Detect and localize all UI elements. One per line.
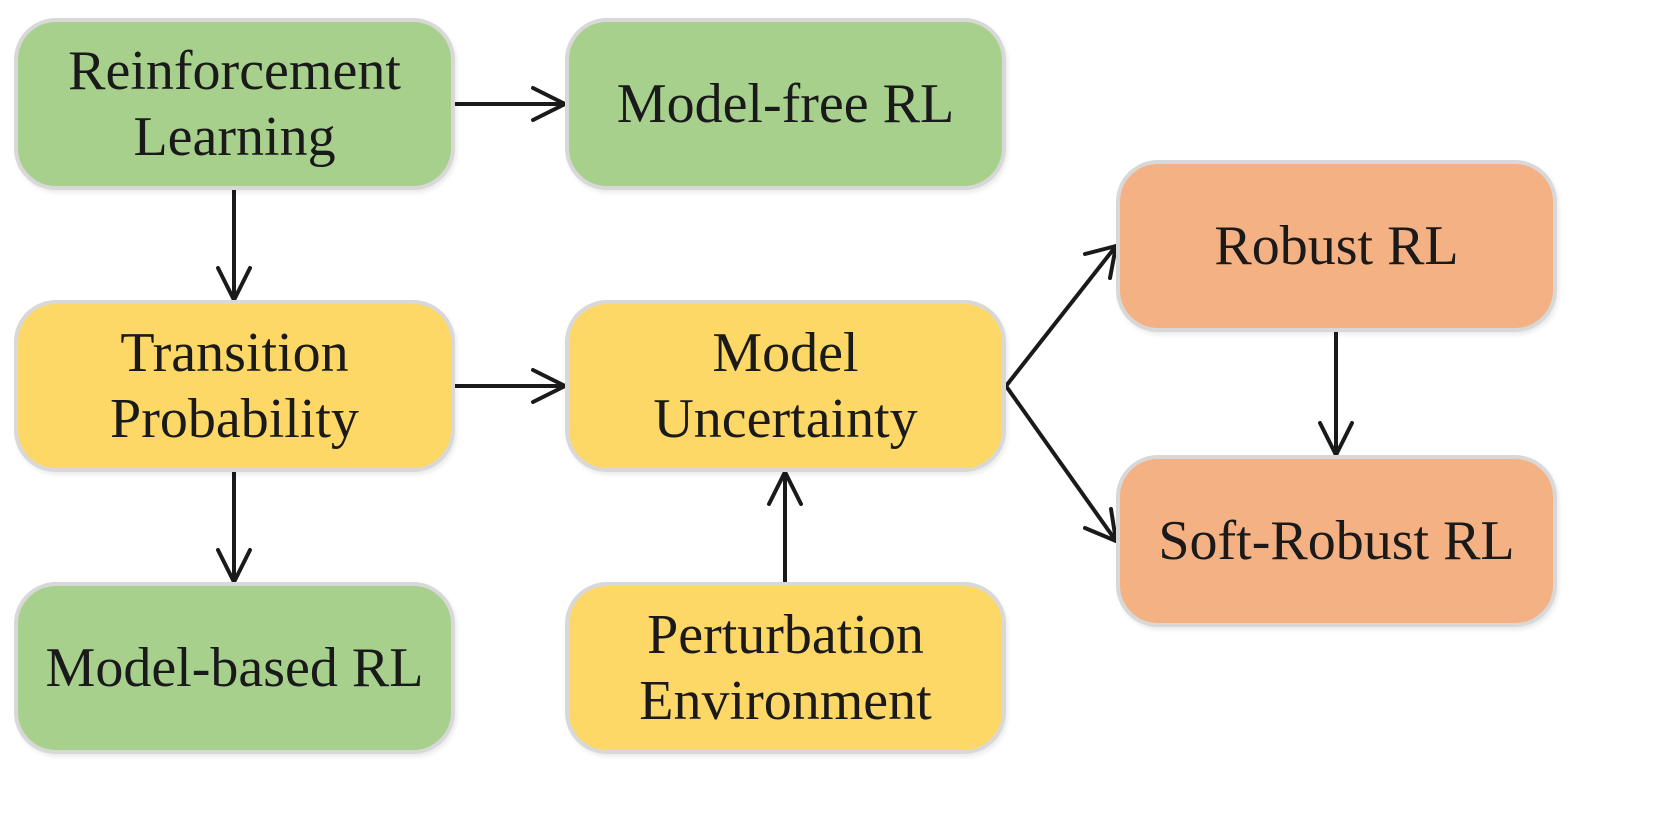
edge-rl-to-transition-probability xyxy=(216,188,252,302)
node-label-line-2: Probability xyxy=(110,388,359,450)
node-reinforcement-learning: Reinforcement Learning xyxy=(14,18,455,190)
node-model-uncertainty: Model Uncertainty xyxy=(565,300,1006,472)
edge-perturbation-to-model-uncertainty xyxy=(767,470,803,584)
node-model-free-rl: Model-free RL xyxy=(565,18,1006,190)
edge-rl-to-model-free xyxy=(453,86,567,122)
edge-model-uncertainty-to-soft-robust xyxy=(1004,384,1118,543)
edge-robust-to-soft-robust xyxy=(1318,330,1354,457)
node-label-line-1: Robust RL xyxy=(1214,215,1459,277)
node-label-line-1: Perturbation xyxy=(647,604,924,666)
node-label-line-1: Model-based RL xyxy=(45,637,424,699)
node-label-line-1: Soft-Robust RL xyxy=(1158,510,1515,572)
edge-transition-to-model-based xyxy=(216,470,252,584)
node-transition-probability: Transition Probability xyxy=(14,300,455,472)
node-model-based-rl: Model-based RL xyxy=(14,582,455,754)
node-label-line-2: Environment xyxy=(639,670,932,732)
node-perturbation-environment: Perturbation Environment xyxy=(565,582,1006,754)
node-robust-rl: Robust RL xyxy=(1116,160,1557,332)
node-label-line-2: Uncertainty xyxy=(653,388,918,450)
node-label-line-1: Transition xyxy=(120,322,349,384)
edge-model-uncertainty-to-robust xyxy=(1004,244,1118,388)
node-label-line-1: Reinforcement xyxy=(68,40,401,102)
node-soft-robust-rl: Soft-Robust RL xyxy=(1116,455,1557,627)
node-label-line-1: Model xyxy=(712,322,859,384)
node-label-line-1: Model-free RL xyxy=(616,73,955,135)
edge-transition-to-model-uncertainty xyxy=(453,368,567,404)
node-label-line-2: Learning xyxy=(133,106,336,168)
